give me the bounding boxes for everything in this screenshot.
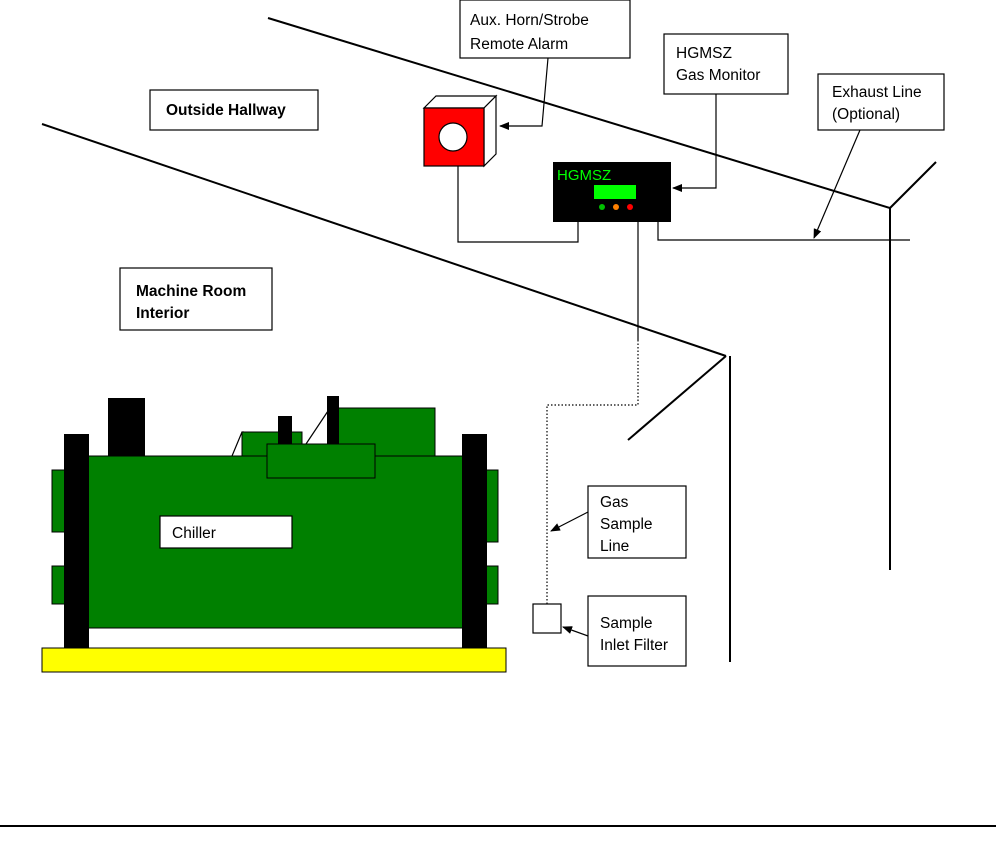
monitor-label-line2: Gas Monitor <box>676 67 760 84</box>
chiller: Chiller <box>42 396 506 672</box>
status-led-amber-icon <box>613 204 619 210</box>
aux-horn-strobe-alarm <box>424 96 496 166</box>
chiller-left-side-panel-upper <box>52 470 66 532</box>
gas-sample-line-label-line3: Line <box>600 538 629 555</box>
machine-room-label-line1: Machine Room <box>136 283 246 300</box>
chiller-pipe-2 <box>306 408 330 444</box>
gas-sample-line-label-line1: Gas <box>600 494 629 511</box>
sample-filter-label-line1: Sample <box>600 615 653 632</box>
chiller-left-side-panel-lower <box>52 566 66 604</box>
outside-hallway-label: Outside Hallway <box>166 102 286 119</box>
chiller-left-end-cap <box>64 434 89 648</box>
chiller-riser-right <box>327 396 339 444</box>
sample-filter-label-line2: Inlet Filter <box>600 637 668 654</box>
monitor-display <box>594 185 636 199</box>
machine-room-label-line2: Interior <box>136 305 189 322</box>
chiller-right-end-cap <box>462 434 487 648</box>
monitor-label-box <box>664 34 788 94</box>
monitor-name-text: HGMSZ <box>557 167 611 184</box>
chiller-label: Chiller <box>172 525 216 542</box>
monitor-leader-arrow <box>673 94 716 188</box>
alarm-label-line1: Aux. Horn/Strobe <box>470 12 589 29</box>
corner-diagonal-line <box>628 356 726 440</box>
gas-sample-line-leader-arrow <box>551 512 588 531</box>
monitor-label-line1: HGMSZ <box>676 45 732 62</box>
sample-inlet-filter <box>533 604 561 633</box>
status-led-green-icon <box>599 204 605 210</box>
exhaust-label-line1: Exhaust Line <box>832 84 922 101</box>
walls <box>0 18 996 826</box>
exhaust-corner-diagonal <box>890 162 936 208</box>
gas-sample-line-dotted <box>547 340 638 604</box>
exhaust-label-line2: (Optional) <box>832 106 900 123</box>
sample-filter-leader-arrow <box>563 627 588 636</box>
gas-sample-line-label-line2: Sample <box>600 516 653 533</box>
chiller-stack <box>108 398 145 456</box>
exhaust-line <box>658 222 910 240</box>
status-led-red-icon <box>627 204 633 210</box>
exhaust-leader-arrow <box>814 130 860 238</box>
chiller-header-box <box>267 444 375 478</box>
hgmsz-gas-monitor: HGMSZ <box>553 162 671 222</box>
strobe-lens-icon <box>439 123 467 151</box>
chiller-base <box>42 648 506 672</box>
chiller-riser-left <box>278 416 292 444</box>
alarm-label-line2: Remote Alarm <box>470 36 568 53</box>
